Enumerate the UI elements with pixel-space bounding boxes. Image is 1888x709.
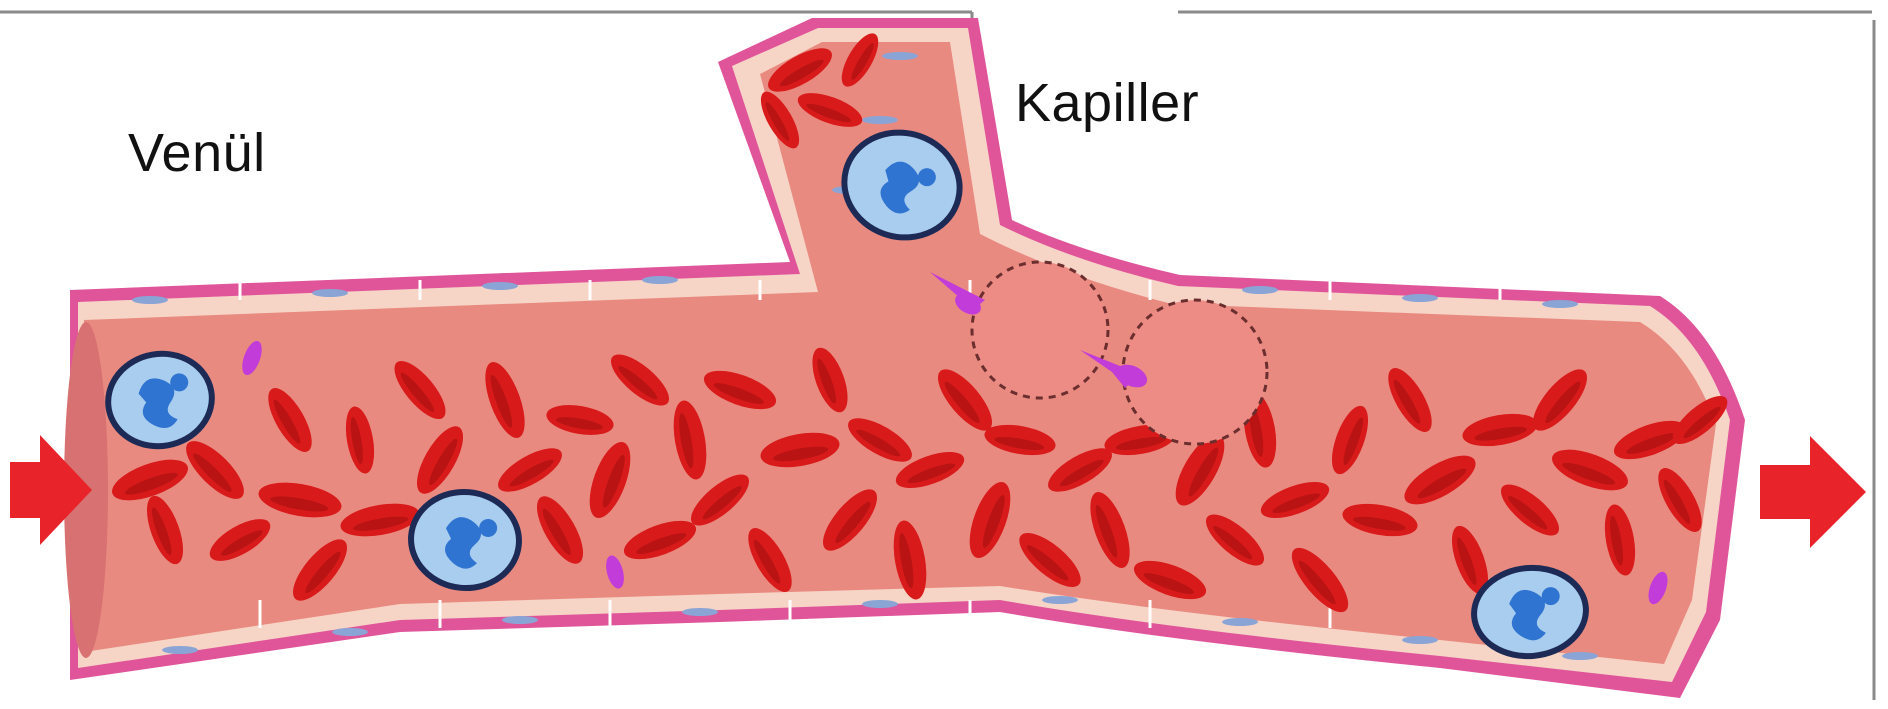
endothelial-nucleus (1402, 636, 1438, 644)
endothelial-nucleus (1542, 300, 1578, 308)
endothelial-nucleus (1562, 652, 1598, 660)
endothelial-nucleus (682, 608, 718, 616)
endothelial-nucleus (882, 52, 918, 60)
endothelial-nucleus (1222, 618, 1258, 626)
migrating-cell-outline (1123, 300, 1267, 444)
capillary-label: Kapiller (1015, 72, 1199, 134)
endothelial-nucleus (1402, 294, 1438, 302)
endothelial-nucleus (132, 296, 168, 304)
endothelial-nucleus (862, 116, 898, 124)
flow-out-arrow (1760, 436, 1866, 548)
endothelial-nucleus (1042, 596, 1078, 604)
endothelial-nucleus (332, 628, 368, 636)
endothelial-nucleus (642, 276, 678, 284)
endothelial-nucleus (162, 646, 198, 654)
venule-label: Venül (128, 122, 266, 184)
endothelial-nucleus (482, 282, 518, 290)
endothelial-nucleus (862, 600, 898, 608)
endothelial-nucleus (312, 289, 348, 297)
endothelial-nucleus (502, 616, 538, 624)
endothelial-nucleus (1242, 286, 1278, 294)
migrating-cell-outline (972, 262, 1108, 398)
